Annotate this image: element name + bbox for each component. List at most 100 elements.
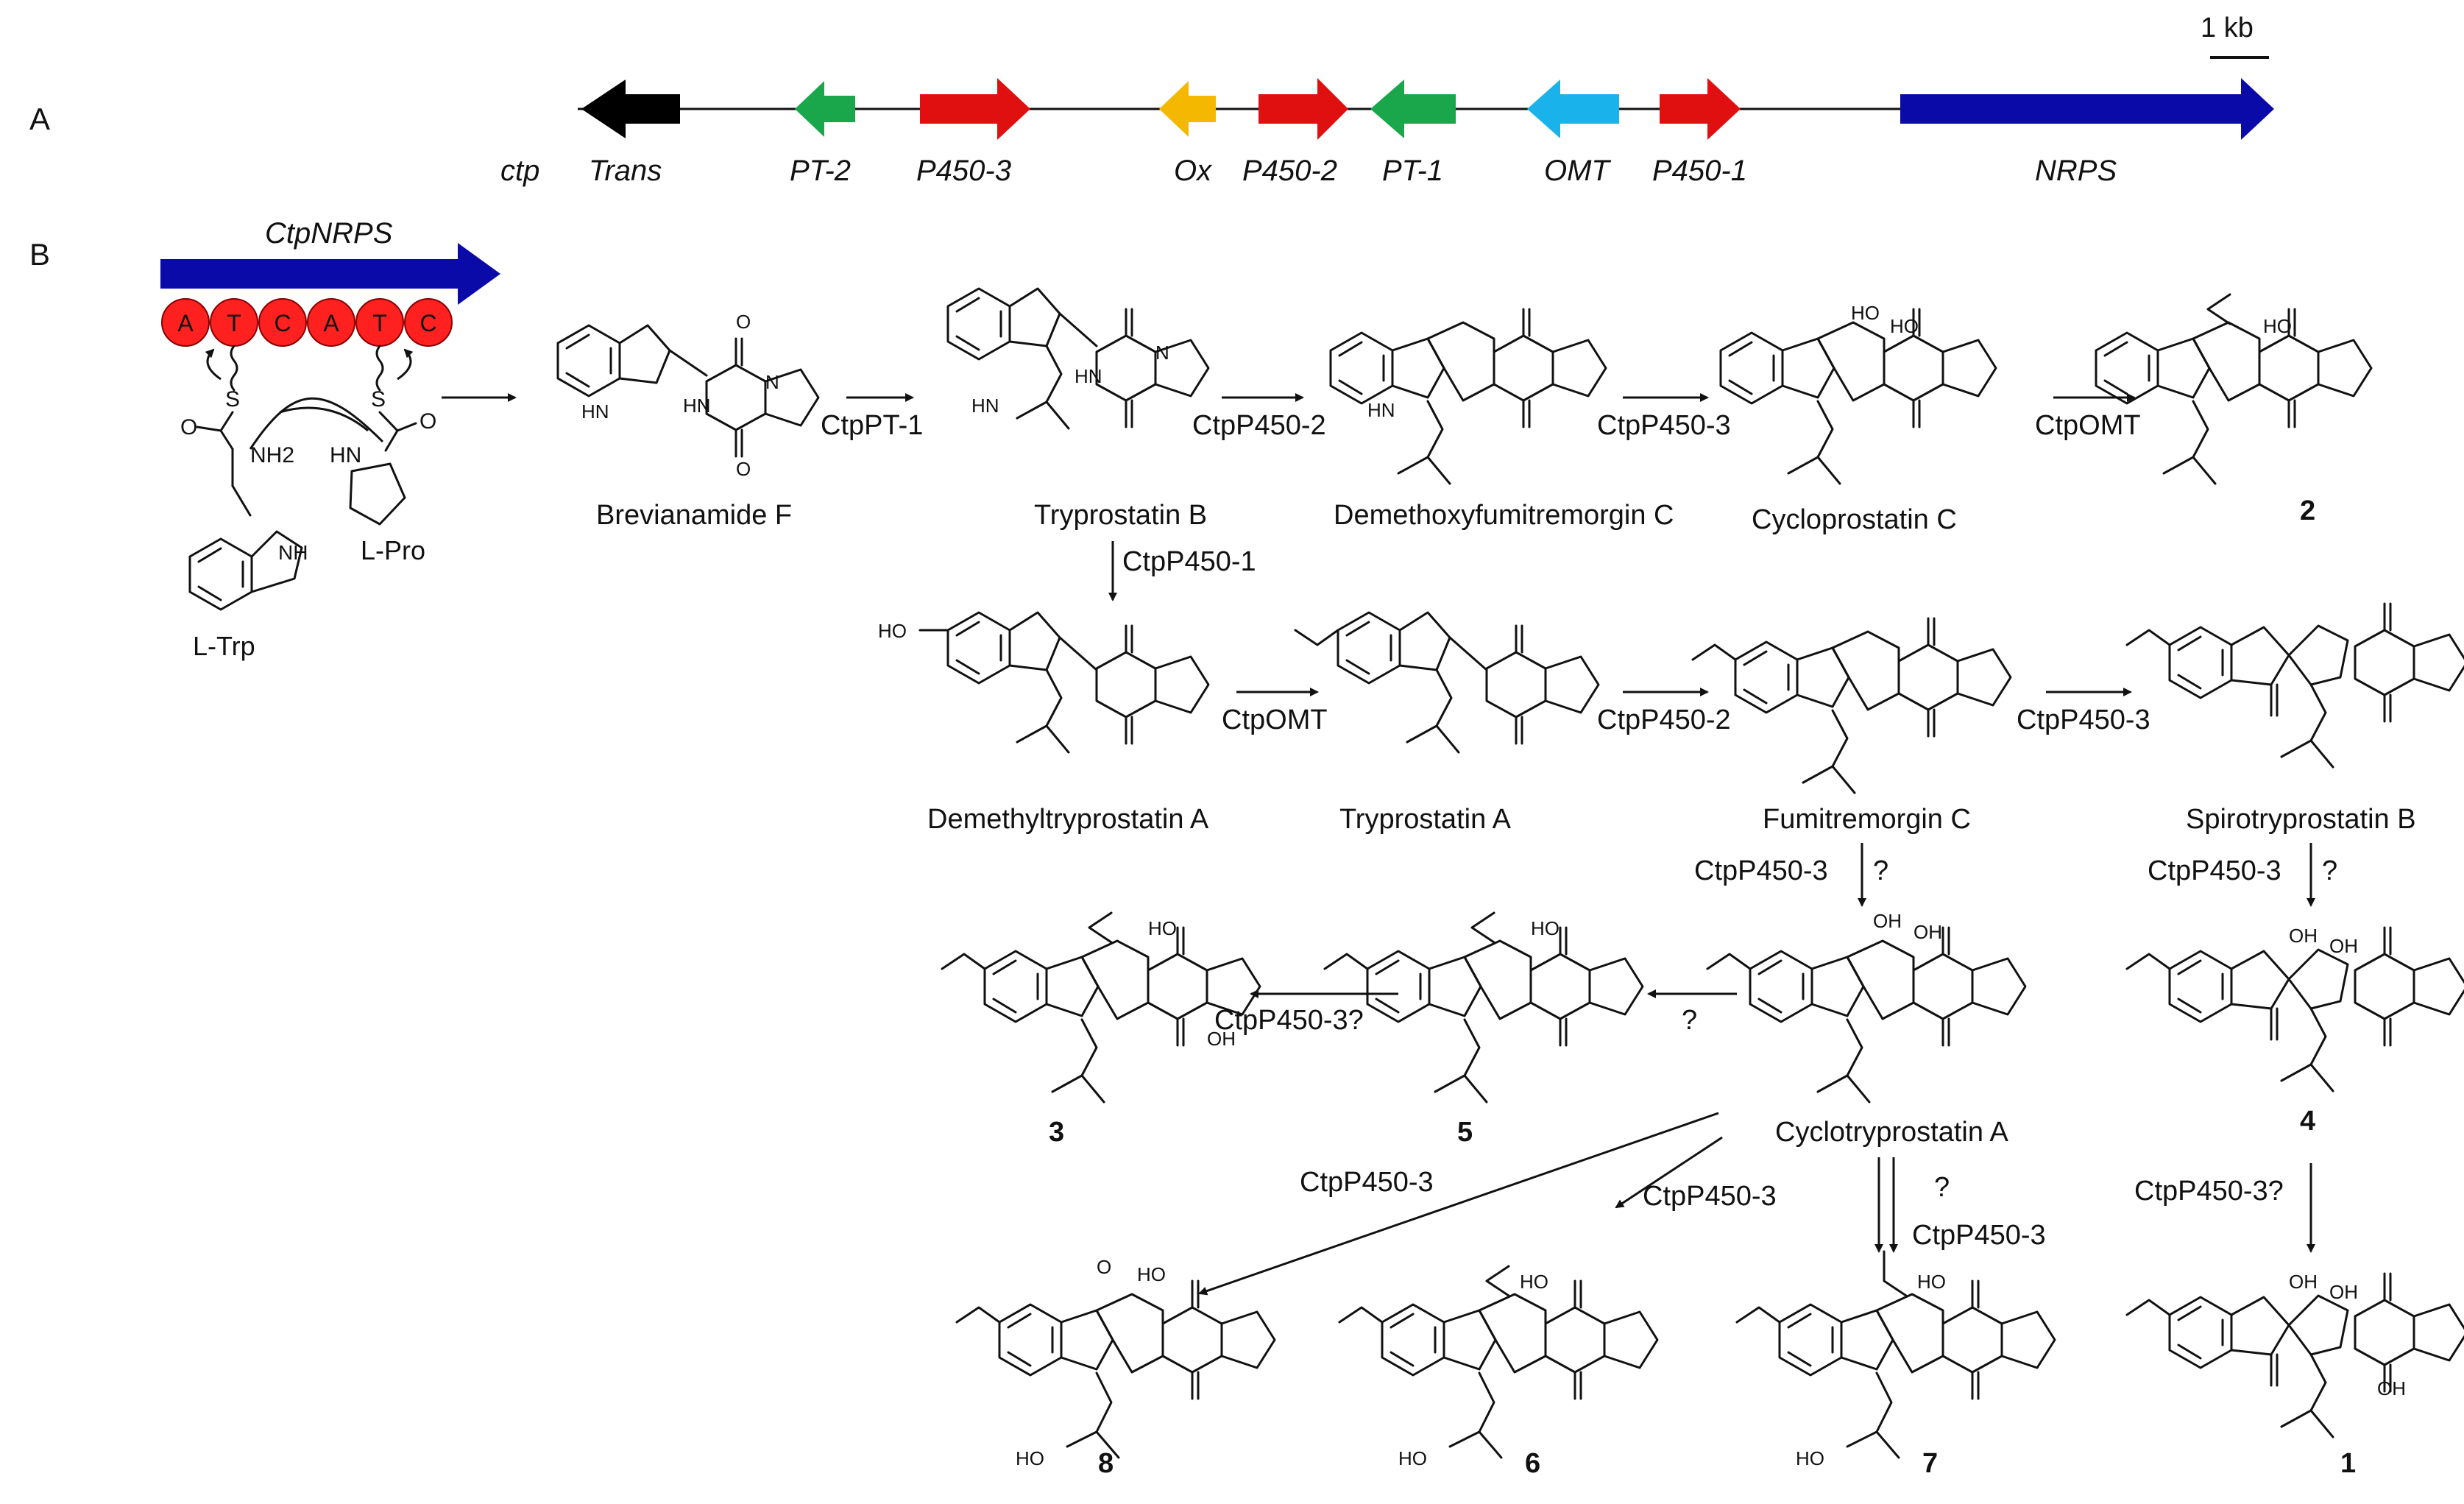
panel-a: A 1 kb ctp Trans PT-2 P450-3 Ox P450-2 P… (29, 13, 2274, 187)
domain-c1 (258, 298, 307, 347)
svg-text:N: N (765, 371, 779, 393)
panel-b-label: B (29, 237, 50, 272)
label-1: 1 (2340, 1448, 2356, 1479)
gene-arrow-trans (581, 80, 680, 138)
gene-label-trans: Trans (589, 155, 662, 187)
label-5: 5 (1457, 1117, 1473, 1148)
structure-tryprostatin-b: HN HN N (946, 287, 1210, 430)
domain-a2-label: A (323, 310, 339, 336)
enzyme-p450-3f: CtpP450-3 (1643, 1181, 1777, 1212)
label-spirotryprostatin-b: Spirotryprostatin B (2186, 804, 2416, 835)
gene-label-nrps: NRPS (2035, 155, 2117, 187)
svg-text:HO: HO (1398, 1447, 1427, 1469)
structure-3: HO OH (941, 911, 1260, 1104)
enzyme-p450-3d: CtpP450-3 (2148, 855, 2281, 886)
enzyme-p450-3c: CtpP450-3 (1694, 855, 1828, 886)
svg-text:OH: OH (2329, 935, 2358, 957)
gene-arrow-pt-2 (795, 81, 855, 137)
cluster-prefix-label: ctp (500, 155, 539, 187)
panel-b: B CtpNRPS A T C A T C S S O (29, 217, 2464, 1479)
structure-2: HO (2096, 293, 2371, 485)
structure-demethyltryprostatin-a: HO (878, 611, 1210, 754)
label-cyclotryprostatin-a: Cyclotryprostatin A (1775, 1117, 2008, 1148)
trp-carbonyl-o: O (180, 415, 197, 439)
gene-label-ox: Ox (1174, 155, 1213, 187)
svg-text:HO: HO (1917, 1271, 1946, 1293)
enzyme-p450-3g: CtpP450-3 (1912, 1220, 2046, 1251)
label-cycloprostatin-c: Cycloprostatin C (1752, 504, 1957, 535)
enzyme-omt-a: CtpOMT (2035, 410, 2141, 441)
svg-text:HO: HO (1531, 917, 1560, 939)
enzyme-p450-3q: CtpP450-3? (1214, 1005, 1364, 1036)
svg-text:HN: HN (971, 395, 999, 417)
svg-text:HO: HO (1851, 302, 1880, 324)
svg-text:OH: OH (2289, 1271, 2318, 1293)
structure-4: OH OH (2125, 925, 2464, 1092)
gene-arrow-ox (1159, 81, 1216, 137)
thioester-s-trp: S (225, 387, 240, 412)
structure-1: OH OH OH (2125, 1271, 2464, 1438)
domain-a2 (307, 298, 355, 347)
label-3: 3 (1049, 1117, 1064, 1148)
structure-demethoxyfumitremorgin-c: HN (1331, 309, 1606, 485)
gene-arrow-p450-1 (1660, 78, 1741, 140)
structure-7: HO HO (1735, 1250, 2055, 1469)
enzyme-p450-3h: CtpP450-3? (2134, 1176, 2284, 1207)
enzyme-p450-2a: CtpP450-2 (1192, 410, 1326, 441)
nrps-domains: A T C A T C (161, 298, 453, 347)
structure-cyclotryprostatin-a: OH OH (1706, 910, 2025, 1104)
gene-arrow-p450-3 (920, 78, 1030, 140)
svg-text:OH: OH (2377, 1377, 2406, 1399)
structure-brevianamide-f: HN HN N O O (556, 311, 820, 480)
enzyme-q1: ? (1873, 855, 1888, 886)
gene-label-p450-1: P450-1 (1652, 155, 1747, 187)
domain-a1 (161, 298, 210, 347)
domain-t1-label: T (227, 310, 241, 336)
gene-arrow-omt (1527, 80, 1619, 138)
domain-a1-label: A (177, 310, 194, 336)
panel-a-label: A (29, 102, 50, 136)
enzyme-q3: ? (1682, 1005, 1697, 1036)
svg-text:OH: OH (1207, 1028, 1236, 1050)
enzyme-q2: ? (2322, 855, 2337, 886)
gene-label-pt-2: PT-2 (790, 155, 851, 187)
label-4: 4 (2300, 1106, 2315, 1137)
arrow-p450-3f (1615, 1136, 1723, 1209)
structure-5: HO (1323, 911, 1643, 1104)
label-8: 8 (1098, 1448, 1114, 1479)
label-fumitremorgin-c: Fumitremorgin C (1763, 804, 1971, 835)
enzyme-pt1: CtpPT-1 (821, 410, 923, 441)
gene-label-omt: OMT (1544, 155, 1611, 187)
svg-text:HN: HN (683, 395, 711, 417)
gene-arrow-nrps (1900, 78, 2274, 140)
svg-text:O: O (1097, 1256, 1111, 1278)
scale-bar-label: 1 kb (2201, 13, 2254, 43)
svg-text:HO: HO (1796, 1447, 1824, 1469)
enzyme-p450-3e: CtpP450-3 (1300, 1167, 1434, 1198)
svg-text:HN: HN (1367, 399, 1395, 421)
enzyme-p450-2b: CtpP450-2 (1597, 705, 1731, 735)
trp-indole-nh: NH (278, 541, 308, 564)
trp-amine: NH2 (250, 443, 294, 467)
label-brevianamide-f: Brevianamide F (596, 500, 792, 531)
enzyme-p450-3b: CtpP450-3 (2017, 705, 2150, 735)
label-demethoxyfumitremorgin-c: Demethoxyfumitremorgin C (1334, 500, 1674, 531)
svg-text:O: O (736, 311, 751, 333)
enzyme-p450-1: CtpP450-1 (1122, 546, 1256, 577)
arrow-p450-3e (1198, 1112, 1719, 1296)
pro-carbonyl-o: O (419, 409, 436, 434)
domain-c2-label: C (419, 310, 436, 336)
structure-cycloprostatin-c: HO HO (1721, 302, 1996, 485)
nrps-arrow (160, 243, 500, 305)
gene-label-pt-1: PT-1 (1382, 155, 1443, 187)
structure-6: HO HO (1338, 1265, 1657, 1469)
label-demethyltryprostatin-a: Demethyltryprostatin A (927, 804, 1209, 835)
enzyme-p450-3a: CtpP450-3 (1597, 410, 1731, 441)
svg-text:HO: HO (1016, 1447, 1044, 1469)
svg-text:HN: HN (1075, 365, 1102, 387)
pro-amine: HN (330, 443, 361, 467)
svg-text:HN: HN (581, 400, 609, 423)
domain-c1-label: C (274, 310, 291, 336)
tethered-substrates: S S O O NH2 HN NH L-Trp L-Pro (180, 345, 436, 661)
